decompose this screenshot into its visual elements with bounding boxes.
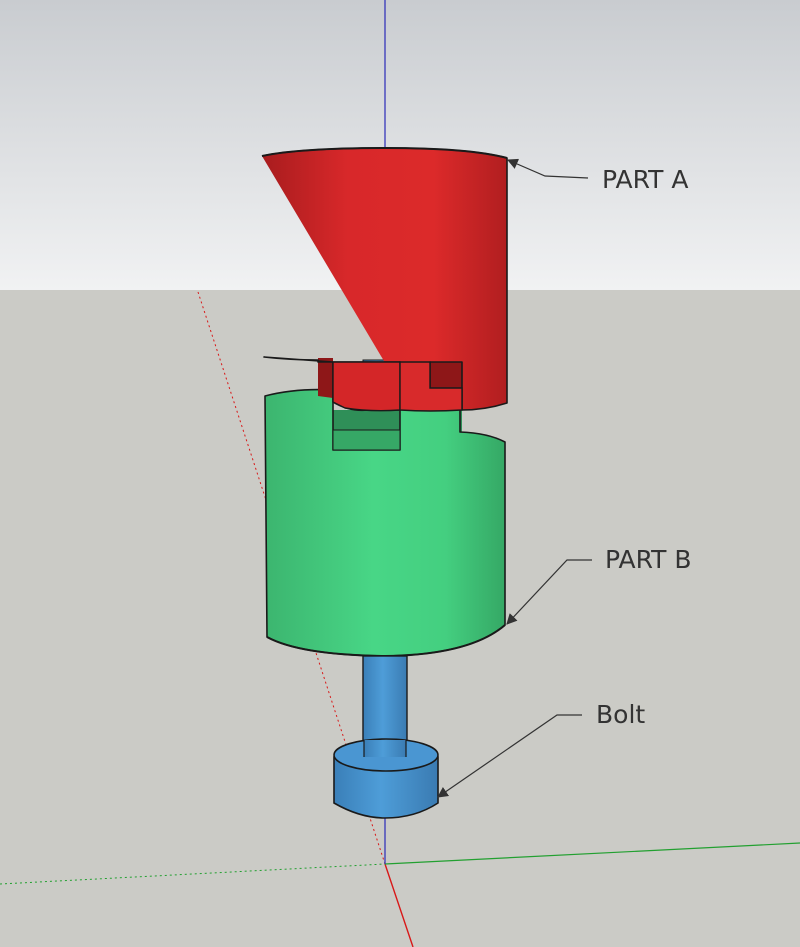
bolt-head-side xyxy=(333,756,439,819)
callout-bolt-label: Bolt xyxy=(596,700,645,729)
callout-part-b[interactable]: PART B xyxy=(506,545,692,625)
red-axis xyxy=(384,863,414,947)
green-axis xyxy=(384,842,800,865)
part-b-notch-floor xyxy=(332,429,401,451)
callout-part-a-label: PART A xyxy=(602,165,688,194)
bolt[interactable] xyxy=(333,655,439,819)
part-a-tooth-right xyxy=(399,361,463,412)
part-a[interactable] xyxy=(261,146,508,412)
callout-part-b-label: PART B xyxy=(605,545,692,574)
part-b[interactable] xyxy=(264,388,506,658)
bolt-shank-stub xyxy=(364,740,406,757)
callout-part-b-leader xyxy=(506,559,592,625)
callout-bolt-leader xyxy=(437,714,582,798)
callout-part-a[interactable]: PART A xyxy=(507,158,688,194)
part-a-tooth-left xyxy=(332,361,401,412)
part-a-inner-wall-left xyxy=(318,358,333,398)
callout-bolt[interactable]: Bolt xyxy=(437,700,645,798)
green-axis-dotted xyxy=(0,863,386,885)
part-a-top-rim xyxy=(261,146,508,159)
callout-part-a-leader xyxy=(507,158,589,179)
